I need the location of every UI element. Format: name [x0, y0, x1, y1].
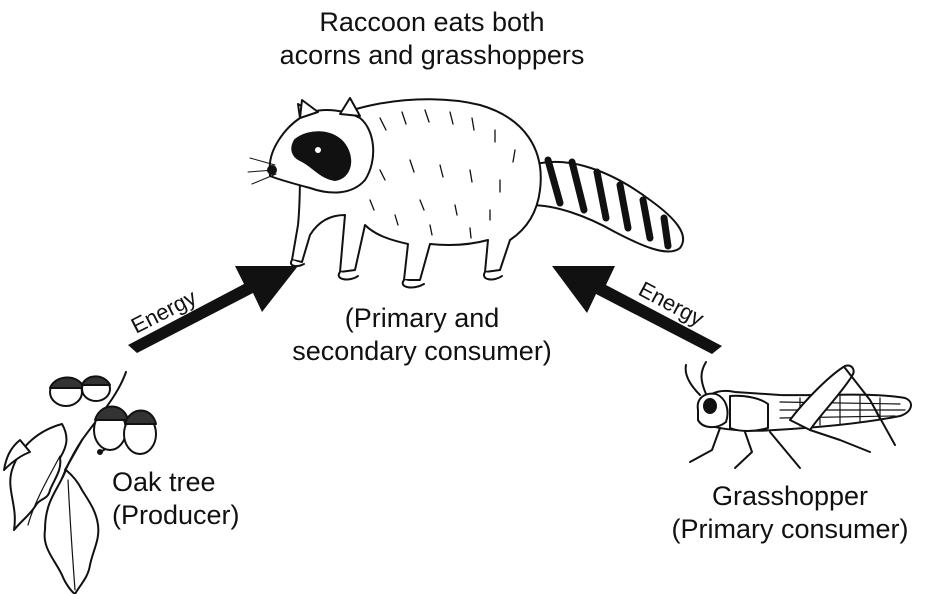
raccoon-role-line-2: secondary consumer)	[232, 335, 612, 368]
grasshopper-name: Grasshopper	[640, 480, 940, 513]
oak-name: Oak tree	[112, 466, 302, 499]
oak-label: Oak tree (Producer)	[112, 466, 302, 532]
grasshopper-label: Grasshopper (Primary consumer)	[640, 480, 940, 546]
grasshopper-illustration	[686, 362, 911, 468]
grasshopper-role: (Primary consumer)	[640, 513, 940, 546]
raccoon-role-label: (Primary and secondary consumer)	[232, 302, 612, 368]
raccoon-role-line-1: (Primary and	[232, 302, 612, 335]
oak-role: (Producer)	[112, 499, 302, 532]
raccoon-illustration	[248, 98, 683, 287]
